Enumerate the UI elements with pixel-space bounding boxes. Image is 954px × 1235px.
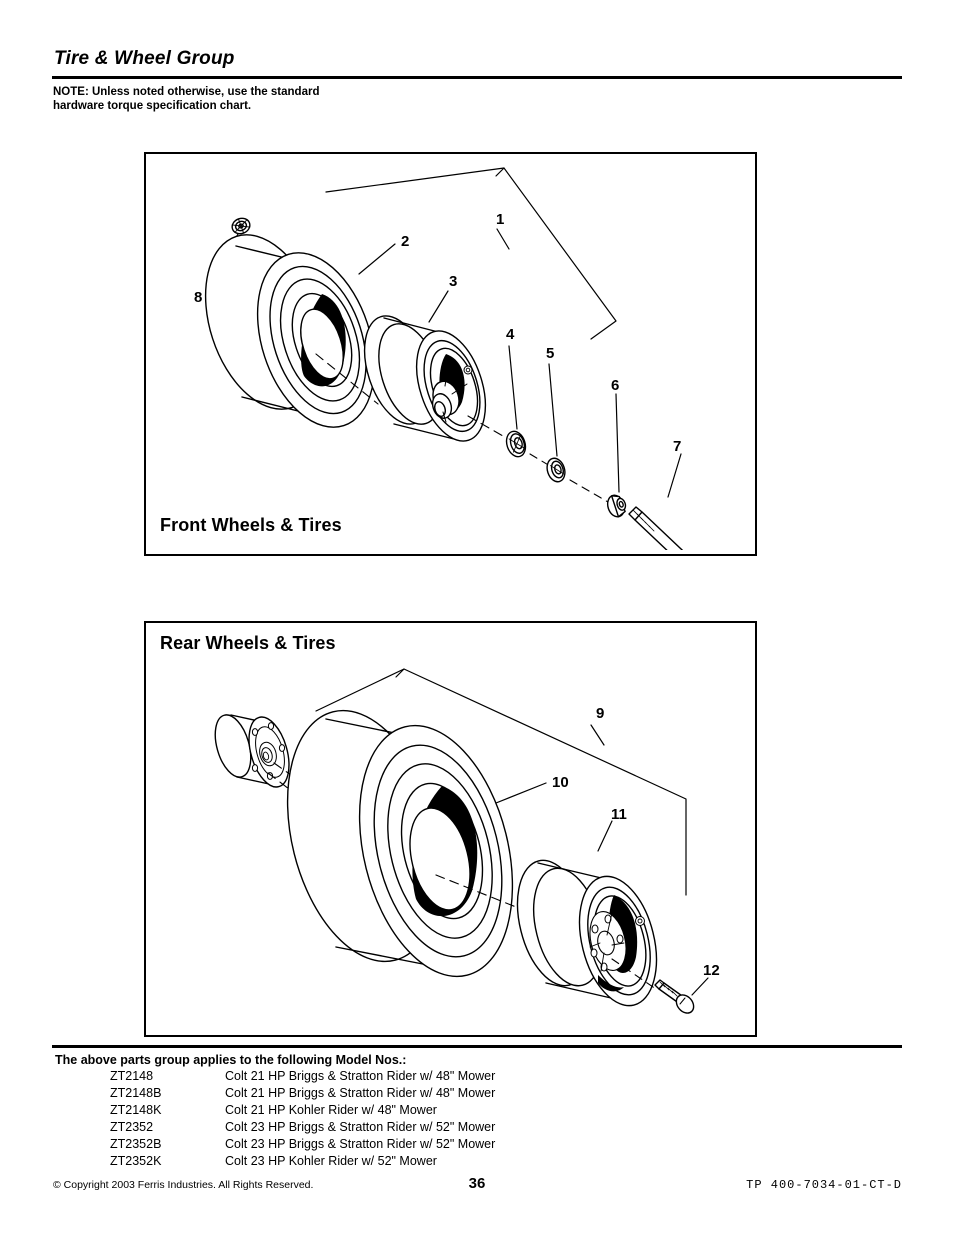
table-row: ZT2148 Colt 21 HP Briggs & Stratton Ride… <box>55 1069 495 1086</box>
model-code: ZT2352 <box>110 1120 154 1134</box>
model-description: Colt 21 HP Briggs & Stratton Rider w/ 48… <box>225 1086 496 1100</box>
callout-8: 8 <box>194 289 203 306</box>
torque-note: NOTE: Unless noted otherwise, use the st… <box>53 86 320 113</box>
table-row: ZT2148B Colt 21 HP Briggs & Stratton Rid… <box>55 1086 495 1103</box>
model-description: Colt 23 HP Kohler Rider w/ 52" Mower <box>225 1154 437 1168</box>
table-row: ZT2352 Colt 23 HP Briggs & Stratton Ride… <box>55 1120 495 1137</box>
callout-7: 7 <box>673 438 682 455</box>
models-divider <box>52 1045 902 1048</box>
model-description: Colt 21 HP Kohler Rider w/ 48" Mower <box>225 1103 437 1117</box>
front-wheels-exploded-drawing <box>204 167 684 550</box>
callout-1: 1 <box>496 211 505 228</box>
page-number: 36 <box>468 1175 486 1192</box>
page-title: Tire & Wheel Group <box>54 48 235 69</box>
callout-12: 12 <box>703 962 720 979</box>
footer-part-number: TP 400-7034-01-CT-D <box>746 1178 902 1192</box>
table-row: ZT2148K Colt 21 HP Kohler Rider w/ 48" M… <box>55 1103 495 1120</box>
rear-wheels-exploded-drawing <box>214 668 709 1014</box>
callout-9: 9 <box>596 705 605 722</box>
models-heading: The above parts group applies to the fol… <box>55 1053 407 1067</box>
callout-11: 11 <box>611 806 627 823</box>
model-code: ZT2148B <box>110 1086 162 1100</box>
front-wheels-diagram-panel: Front Wheels & Tires 1 2 3 4 5 6 7 8 <box>144 152 757 556</box>
model-code: ZT2148K <box>110 1103 162 1117</box>
rear-panel-caption: Rear Wheels & Tires <box>160 633 336 653</box>
callout-5: 5 <box>546 345 555 362</box>
table-row: ZT2352K Colt 23 HP Kohler Rider w/ 52" M… <box>55 1154 495 1171</box>
rear-wheels-diagram-panel: Rear Wheels & Tires 9 10 11 12 <box>144 621 757 1037</box>
callout-4: 4 <box>506 326 515 343</box>
callout-2: 2 <box>401 233 410 250</box>
callout-10: 10 <box>552 774 569 791</box>
model-code: ZT2352B <box>110 1137 162 1151</box>
model-description: Colt 23 HP Briggs & Stratton Rider w/ 52… <box>225 1120 496 1134</box>
footer-copyright: © Copyright 2003 Ferris Industries. All … <box>53 1179 314 1191</box>
table-row: ZT2352B Colt 23 HP Briggs & Stratton Rid… <box>55 1137 495 1154</box>
callout-3: 3 <box>449 273 458 290</box>
model-description: Colt 21 HP Briggs & Stratton Rider w/ 48… <box>225 1069 496 1083</box>
front-panel-caption: Front Wheels & Tires <box>160 515 342 535</box>
callout-6: 6 <box>611 377 620 394</box>
models-table: ZT2148 Colt 21 HP Briggs & Stratton Ride… <box>55 1069 495 1171</box>
models-table-body: ZT2148 Colt 21 HP Briggs & Stratton Ride… <box>55 1069 495 1171</box>
model-code: ZT2148 <box>110 1069 154 1083</box>
header-divider <box>52 76 902 79</box>
model-description: Colt 23 HP Briggs & Stratton Rider w/ 52… <box>225 1137 496 1151</box>
model-code: ZT2352K <box>110 1154 162 1168</box>
